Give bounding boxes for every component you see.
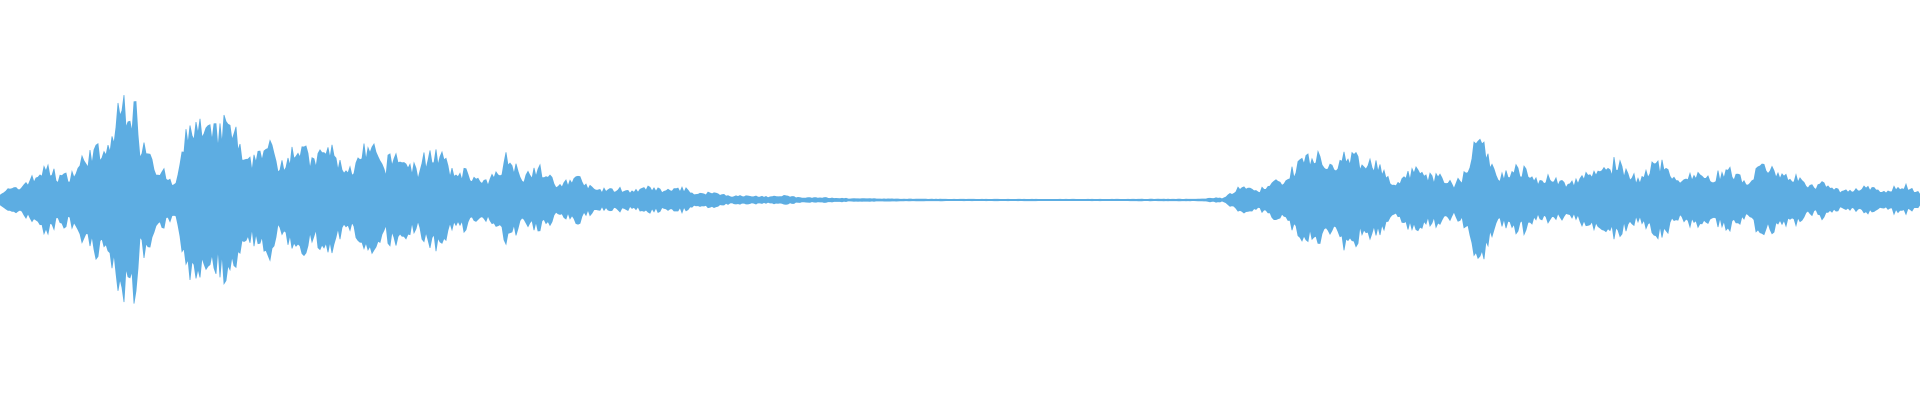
waveform-shape bbox=[0, 95, 1920, 304]
